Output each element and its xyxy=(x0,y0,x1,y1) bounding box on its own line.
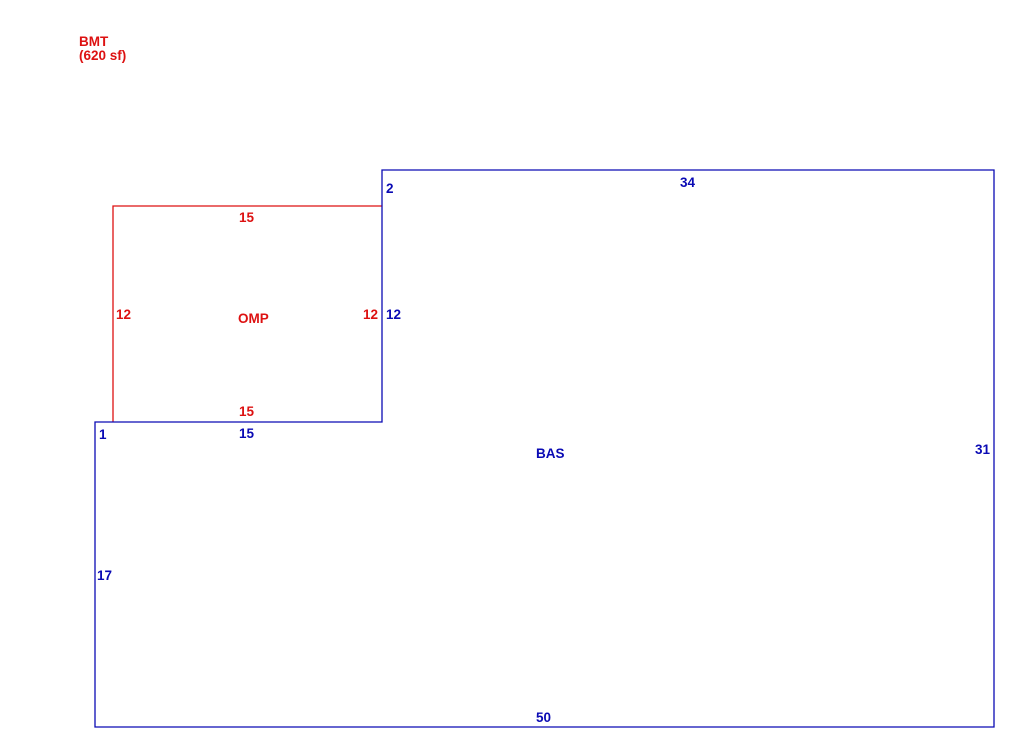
bas-left-dimension: 17 xyxy=(97,568,112,583)
omp-right-dimension: 12 xyxy=(363,307,378,322)
sketch-header-area: (620 sf) xyxy=(79,48,127,63)
omp-top-dimension: 15 xyxy=(239,210,255,225)
bas-name-label: BAS xyxy=(536,446,565,461)
bas-notch-bottom-dimension: 15 xyxy=(239,426,255,441)
bas-notch-left-dimension: 12 xyxy=(386,307,401,322)
sketch-header-code: BMT xyxy=(79,34,109,49)
bas-step-bottom-dimension: 1 xyxy=(99,427,107,442)
bas-top-dimension: 34 xyxy=(680,175,696,190)
bas-right-dimension: 31 xyxy=(975,442,991,457)
omp-name-label: OMP xyxy=(238,311,269,326)
bas-outline xyxy=(94,169,995,728)
omp-bottom-dimension: 15 xyxy=(239,404,255,419)
bas-step-top-dimension: 2 xyxy=(386,181,394,196)
bas-bottom-dimension: 50 xyxy=(536,710,551,725)
omp-left-dimension: 12 xyxy=(116,307,131,322)
omp-outline xyxy=(112,205,382,422)
